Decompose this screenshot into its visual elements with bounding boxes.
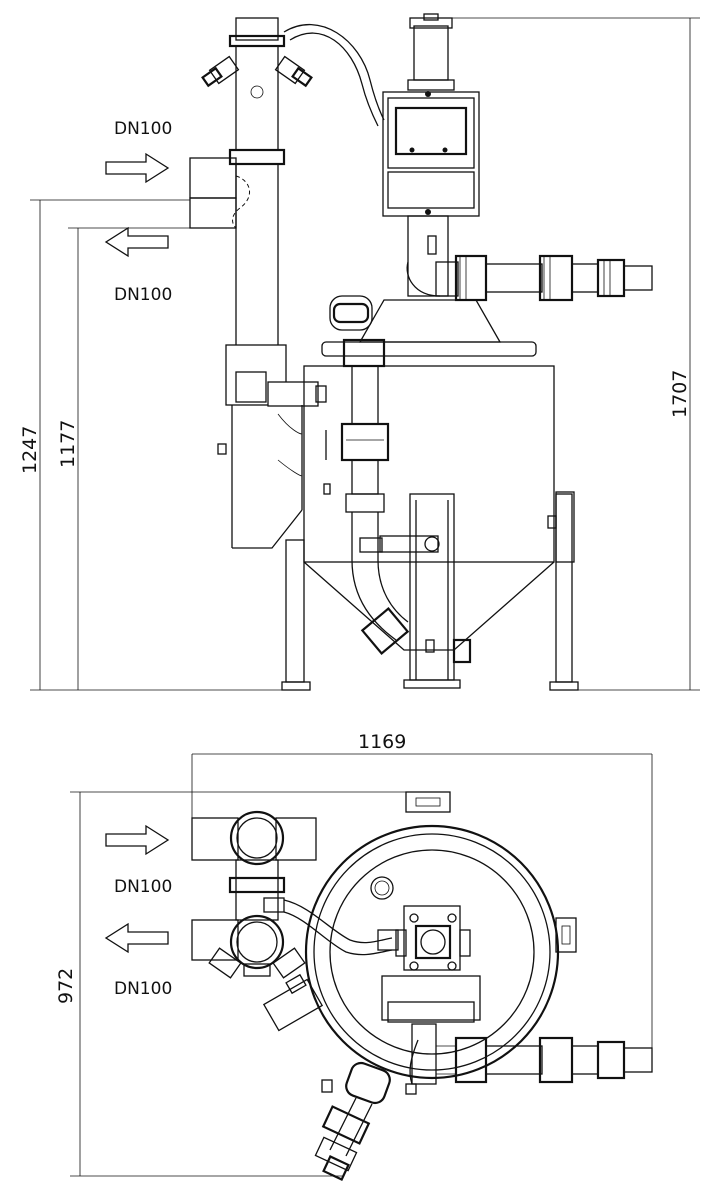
top-inlet-stub [191, 817, 317, 861]
top-dimensions [70, 753, 653, 1177]
top-feed-pipe [314, 1039, 419, 1181]
inlet-stub [189, 157, 250, 229]
dim-depth: 972 [55, 968, 77, 1004]
lower-column-body [217, 344, 327, 549]
top-outlet-label: DN100 [114, 979, 172, 999]
top-inlet-label: DN100 [114, 877, 172, 897]
dim-width: 1169 [358, 731, 406, 753]
top-column [208, 810, 399, 1032]
right-pipe-assembly [435, 254, 653, 302]
top-control-unit [381, 905, 481, 1023]
top-right-pipe [411, 1023, 653, 1085]
central-frame [403, 493, 472, 689]
support-column [406, 215, 449, 297]
top-outlet-stub [191, 919, 239, 961]
dim-height-total: 1707 [669, 370, 691, 418]
outlet-arrow [104, 226, 169, 258]
top-inlet-arrow [105, 824, 170, 856]
feed-pipe [340, 338, 440, 655]
top-view [70, 753, 653, 1181]
dim-height-outlet: 1177 [57, 420, 79, 468]
control-box [382, 13, 480, 217]
side-outlet-label: DN100 [114, 285, 172, 305]
vessel-lid [321, 295, 537, 357]
column-nozzle-left [201, 55, 240, 88]
top-vessel [304, 791, 577, 1080]
side-dimensions [30, 17, 700, 691]
column-nozzle-right [274, 55, 313, 88]
side-view [30, 13, 700, 691]
dim-height-inlet: 1247 [19, 426, 41, 474]
top-outlet-arrow [104, 922, 169, 954]
vessel-body [303, 365, 575, 651]
side-inlet-label: DN100 [114, 119, 172, 139]
legs [281, 493, 579, 691]
inlet-arrow [105, 152, 170, 184]
